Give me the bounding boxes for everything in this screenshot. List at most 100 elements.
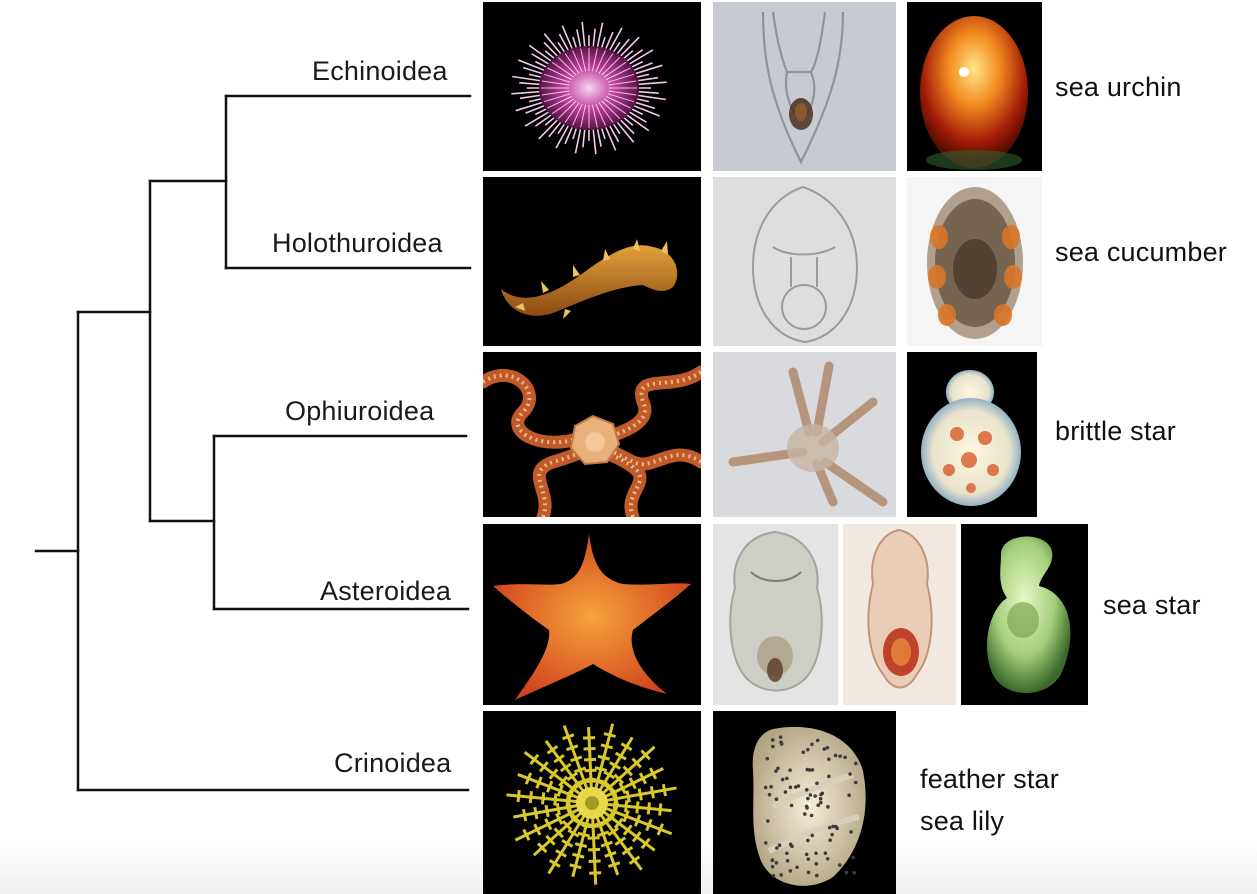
texture-dot (826, 805, 830, 809)
texture-dot (852, 871, 856, 875)
texture-dot (830, 833, 834, 837)
texture-dot (769, 785, 773, 789)
texture-dot (771, 859, 775, 863)
texture-dot (789, 786, 793, 790)
texture-dot (779, 740, 783, 744)
texture-dot (775, 846, 779, 850)
texture-stroke (635, 815, 640, 826)
green-juvenile-icon (961, 524, 1088, 705)
photo-juvenile-sea-star (961, 524, 1088, 705)
texture-stroke (624, 811, 629, 822)
texture-stroke (598, 756, 610, 759)
texture-stroke (648, 802, 649, 814)
texture-dot (854, 781, 858, 785)
texture-dot (826, 857, 830, 861)
texture-stroke (567, 795, 568, 807)
texture-dot (785, 851, 789, 855)
texture-stroke (574, 768, 585, 772)
texture-dot (764, 786, 768, 790)
texture-dot (771, 745, 775, 749)
texture-dot (807, 871, 811, 875)
texture-dot (771, 738, 775, 742)
texture-stroke (563, 735, 574, 739)
common-name-feather-star: feather star (920, 764, 1059, 795)
texture-stroke (604, 734, 616, 737)
orange-sea-star-icon (483, 524, 701, 705)
texture-dot (845, 871, 849, 875)
texture-stroke (597, 832, 608, 836)
dotted-vitellaria-larva-icon (713, 711, 896, 894)
texture-stroke (658, 824, 663, 835)
texture-dot (819, 801, 823, 805)
purple-spiny-urchin-icon (483, 2, 701, 171)
texture-stroke (588, 838, 600, 839)
photo-brachiolaria-larva (843, 524, 956, 705)
texture-dot (806, 839, 810, 843)
ophiopluteus-larva-icon (713, 352, 896, 517)
taxon-label-crinoidea: Crinoidea (334, 748, 451, 779)
texture-stroke (595, 768, 607, 771)
photo-echinopluteus-larva (713, 2, 896, 171)
texture-dot (803, 812, 807, 816)
texture-stroke (588, 849, 600, 850)
photo-juvenile-sea-urchin (907, 2, 1042, 171)
taxon-label-holothuroidea: Holothuroidea (272, 228, 443, 259)
photo-adult-sea-cucumber (483, 177, 701, 346)
doliolaria-larva-icon (907, 177, 1042, 346)
photo-doliolaria-larva (907, 177, 1042, 346)
texture-stroke (647, 819, 652, 830)
texture-dot (816, 803, 820, 807)
texture-dot (771, 865, 775, 869)
texture-dot (814, 852, 818, 856)
photo-juvenile-brittle-star (907, 352, 1037, 517)
texture-stroke (605, 852, 616, 856)
texture-dot (794, 785, 798, 789)
texture-stroke (637, 801, 638, 813)
texture-dot (786, 859, 790, 863)
texture-dot (822, 747, 826, 751)
texture-stroke (585, 770, 597, 771)
texture-stroke (584, 759, 596, 760)
texture-dot (778, 843, 782, 847)
orange-sea-cucumber-icon (483, 177, 701, 346)
texture-dot (776, 767, 780, 771)
pluteus-larva-icon (713, 2, 896, 171)
texture-stroke (572, 854, 584, 857)
texture-dot (802, 750, 806, 754)
texture-stroke (639, 788, 641, 800)
texture-stroke (608, 863, 619, 867)
texture-stroke (547, 781, 552, 792)
texture-stroke (589, 873, 601, 874)
common-name-sea-lily: sea lily (920, 806, 1004, 837)
texture-dot (807, 857, 811, 861)
texture-stroke (575, 844, 587, 847)
texture-dot (827, 775, 831, 779)
bipinnaria-larva-icon (713, 524, 838, 705)
texture-dot (795, 865, 799, 869)
texture-stroke (555, 794, 556, 806)
photo-auricularia-larva (713, 177, 896, 346)
texture-stroke (651, 786, 653, 798)
texture-dot (838, 863, 842, 867)
texture-dot (805, 853, 809, 857)
texture-dot (819, 797, 823, 801)
texture-dot (848, 772, 852, 776)
texture-dot (806, 748, 810, 752)
photo-adult-feather-star (483, 711, 701, 894)
texture-dot (834, 754, 838, 758)
texture-stroke (626, 800, 627, 812)
texture-dot (789, 869, 793, 873)
texture-dot (831, 825, 835, 829)
texture-stroke (583, 738, 595, 739)
texture-dot (816, 739, 820, 743)
brittle-star-arms-icon (483, 352, 701, 517)
texture-dot (810, 834, 814, 838)
texture-dot (843, 756, 847, 760)
texture-dot (808, 768, 812, 772)
texture-dot (813, 794, 817, 798)
texture-dot (779, 735, 783, 739)
texture-dot (810, 814, 814, 818)
texture-dot (847, 793, 851, 797)
texture-dot (854, 762, 858, 766)
